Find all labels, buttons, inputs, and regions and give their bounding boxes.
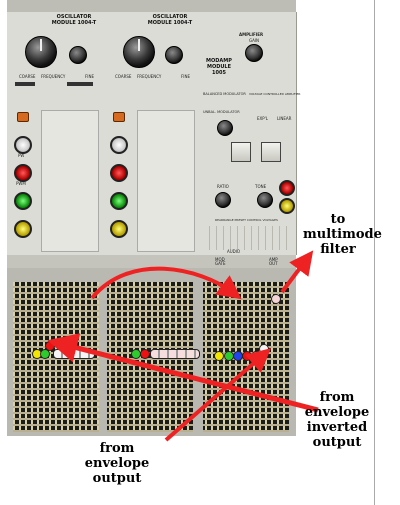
osc1-waveform-switch[interactable]	[67, 82, 93, 86]
amp-title-line2: MODULE	[206, 64, 232, 70]
inverted-line4: output	[312, 435, 362, 450]
to-filter-line1: to	[330, 212, 346, 227]
osc1-pwm-button[interactable]	[14, 164, 32, 182]
osc2-pw-button[interactable]	[110, 136, 128, 154]
amp-gain-knob[interactable]	[245, 44, 263, 62]
amp-mode-linear-button[interactable]	[261, 142, 281, 162]
amp-gain-sub: GAIN	[249, 38, 260, 43]
osc2-yellow-button[interactable]	[110, 220, 128, 238]
tone-knob[interactable]	[257, 192, 273, 208]
amp-title-line1: MODAMP	[206, 58, 232, 64]
osc1-pwm-label: PWM	[16, 181, 26, 186]
osc1-frequency-label: FREQUENCY	[41, 74, 66, 79]
amp-gain-label-text: AMPLIFIER	[239, 32, 264, 37]
unbal-modulator-knob[interactable]	[217, 120, 233, 136]
osc1-fine-label: FINE	[85, 74, 94, 79]
osc1-coarse-frequency-knob[interactable]	[25, 36, 57, 68]
to-filter-annotation: to multimode filter	[303, 212, 382, 257]
env-line2: envelope	[84, 456, 150, 471]
to-filter-line2: multimode	[303, 227, 382, 242]
amp-lower-grid	[203, 226, 291, 250]
pin-white[interactable]	[259, 344, 269, 354]
osc1-title: OSCILLATOR MODULE 1004-T	[47, 14, 101, 26]
osc2-indicator-lamp	[113, 112, 125, 122]
osc2-waveform-panel	[137, 110, 195, 252]
osc2-coarse-label: COARSE	[115, 74, 132, 79]
synth-panel: OSCILLATOR MODULE 1004-T COARSE FREQUENC…	[7, 0, 301, 268]
amp-mode-exp-button[interactable]	[231, 142, 251, 162]
osc2-fine-knob[interactable]	[165, 46, 183, 64]
amp-title-line3: 1005	[212, 70, 226, 76]
oscillator-module-2: OSCILLATOR MODULE 1004-T COARSE FREQUENC…	[103, 12, 200, 255]
amp-yellow-button[interactable]	[279, 198, 295, 214]
osc2-green-button[interactable]	[110, 192, 128, 210]
amp-label: AMP	[269, 257, 278, 262]
oscillator-module-1: OSCILLATOR MODULE 1004-T COARSE FREQUENC…	[7, 12, 104, 255]
top-jack-strip	[7, 0, 296, 12]
to-filter-line3: filter	[320, 242, 356, 257]
osc1-title-line2: MODULE 1004-T	[51, 20, 97, 26]
amp-title: MODAMP MODULE 1005	[203, 58, 235, 76]
amp-red-button[interactable]	[279, 180, 295, 196]
unbal-modulator-label: UNBAL. MODULATOR	[203, 110, 240, 114]
env-line1: from	[99, 441, 135, 456]
page-divider	[374, 0, 375, 505]
osc2-title: OSCILLATOR MODULE 1004-T	[143, 14, 197, 26]
osc1-fine-knob[interactable]	[69, 46, 87, 64]
osc2-coarse-frequency-knob[interactable]	[123, 36, 155, 68]
exp-label: EXP'L	[257, 116, 269, 121]
audio-label: AUDIO	[227, 249, 241, 254]
mod-label: MOD	[215, 257, 225, 262]
modamp-module: AMPLIFIER GAIN MODAMP MODULE 1005 BALANC…	[199, 12, 301, 255]
osc1-range-switch[interactable]	[15, 82, 35, 86]
osc2-pwm-button[interactable]	[110, 164, 128, 182]
vca-label: VOLTAGE CONTROLLED AMPLIFIER	[249, 92, 301, 96]
gate-label: GATE	[215, 261, 226, 266]
inverted-line3: inverted	[306, 420, 368, 435]
osc1-pw-label: PW	[18, 153, 25, 158]
osc2-title-line2: MODULE 1004-T	[147, 20, 193, 26]
pin-yellow[interactable]	[214, 351, 224, 361]
balanced-modulator-label: BALANCED MODULATOR	[203, 92, 246, 96]
inverted-line2: envelope	[304, 405, 370, 420]
env-line3: output	[92, 471, 142, 486]
amp-gain-label: AMPLIFIER	[239, 32, 263, 37]
bottom-jack-row: AUDIO MOD GATE AMP OUT	[7, 249, 296, 268]
osc2-title-line1: OSCILLATOR	[152, 14, 188, 20]
pin-white[interactable]	[271, 294, 281, 304]
pin-red[interactable]	[140, 349, 150, 359]
envelope-output-annotation: from envelope output	[82, 441, 152, 486]
osc1-yellow-button[interactable]	[14, 220, 32, 238]
out-label: OUT	[269, 261, 278, 266]
osc1-waveform-panel	[41, 110, 99, 252]
preset-cv-label: REARRANGE PRESET CONTROL VOLTAGES	[215, 218, 278, 222]
inverted-output-annotation: from envelope inverted output	[302, 390, 372, 450]
pin-white-row[interactable]	[150, 349, 200, 359]
ratio-knob[interactable]	[215, 192, 231, 208]
osc1-green-button[interactable]	[14, 192, 32, 210]
ratio-label: RATIO	[217, 184, 229, 189]
osc2-fine-label: FINE	[181, 74, 190, 79]
linear-label: LINEAR	[277, 116, 292, 121]
osc2-frequency-label: FREQUENCY	[137, 74, 162, 79]
osc1-coarse-label: COARSE	[19, 74, 36, 79]
osc1-title-line1: OSCILLATOR	[56, 14, 92, 20]
osc1-pw-button[interactable]	[14, 136, 32, 154]
tone-label: TONE	[255, 184, 267, 189]
pin-white-row[interactable]	[53, 349, 95, 359]
osc1-indicator-lamp	[17, 112, 29, 122]
inverted-line1: from	[319, 390, 355, 405]
patch-matrix-area	[7, 268, 296, 436]
